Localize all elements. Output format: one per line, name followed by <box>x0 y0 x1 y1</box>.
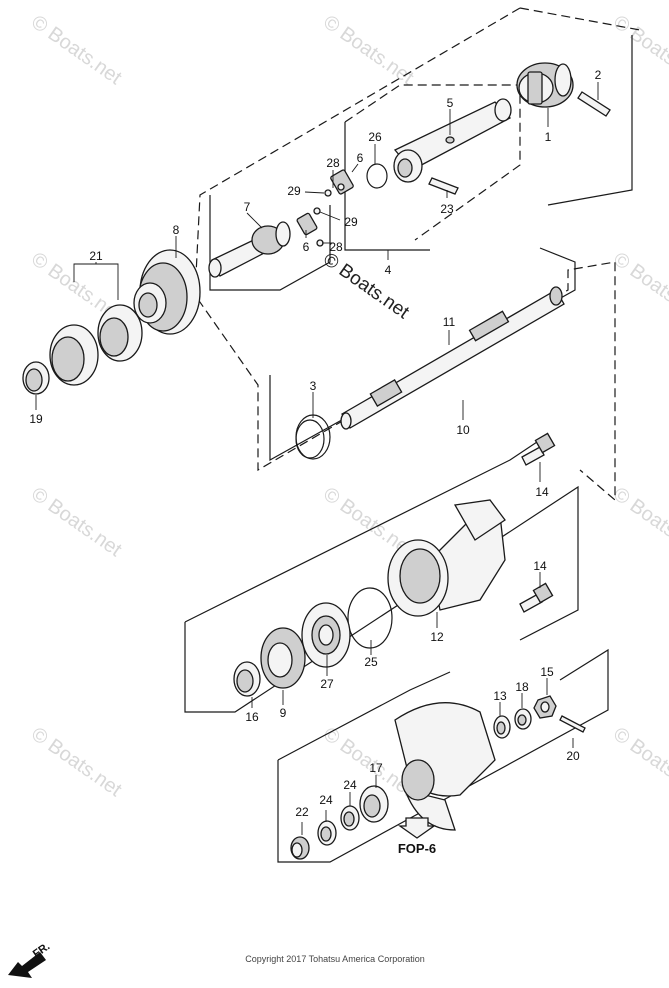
callout-5[interactable]: 5 <box>447 96 454 110</box>
front-direction-indicator: FR. <box>8 940 52 978</box>
part-pin-23[interactable] <box>428 177 459 195</box>
callout-21[interactable]: 21 <box>89 249 103 263</box>
group-outline-propeller-top <box>277 671 451 761</box>
callout-9[interactable]: 9 <box>280 706 287 720</box>
watermarks: © Boats.net © Boats.net © Boats.net © Bo… <box>27 11 669 801</box>
callout-22[interactable]: 22 <box>295 805 309 819</box>
part-bolt-upper[interactable] <box>521 432 556 466</box>
part-thrust-holder[interactable] <box>359 785 389 823</box>
part-washer-24-right[interactable] <box>340 805 360 831</box>
fop-label: FOP-6 <box>398 841 436 856</box>
part-shifter[interactable] <box>208 221 291 278</box>
callout-20[interactable]: 20 <box>566 749 580 763</box>
callout-15[interactable]: 15 <box>540 665 554 679</box>
watermark: © Boats.net <box>27 483 126 561</box>
callout-28-upper[interactable]: 28 <box>326 156 340 170</box>
part-washer-19[interactable] <box>22 361 50 395</box>
part-roller-bearing[interactable] <box>97 304 143 362</box>
callout-25[interactable]: 25 <box>364 655 378 669</box>
callout-26[interactable]: 26 <box>368 130 382 144</box>
part-o-ring[interactable] <box>347 587 393 649</box>
callout-14-lower[interactable]: 14 <box>533 559 547 573</box>
part-bolt-lower[interactable] <box>519 582 554 613</box>
watermark: © Boats.net <box>609 723 669 801</box>
watermark-center: © Boats.net <box>319 249 413 324</box>
callout-16[interactable]: 16 <box>245 710 259 724</box>
part-pin[interactable] <box>577 91 611 117</box>
callout-12[interactable]: 12 <box>430 630 444 644</box>
callout-23[interactable]: 23 <box>440 202 454 216</box>
part-cotter-pin[interactable] <box>559 715 586 733</box>
part-clip-ring[interactable] <box>366 163 388 189</box>
callout-17[interactable]: 17 <box>369 761 383 775</box>
front-arrow-icon <box>8 952 46 978</box>
callout-6-upper[interactable]: 6 <box>357 151 364 165</box>
group-outline-upper-solid <box>547 35 633 206</box>
watermark: © Boats.net <box>27 11 126 89</box>
watermark: © Boats.net <box>609 248 669 326</box>
part-washer-24-left[interactable] <box>317 820 337 846</box>
part-sleeve[interactable] <box>393 149 423 183</box>
callout-27[interactable]: 27 <box>320 677 334 691</box>
callout-3[interactable]: 3 <box>310 379 317 393</box>
part-reverse-gear[interactable] <box>260 627 306 689</box>
part-spring-upper[interactable] <box>330 169 354 195</box>
part-spring-clip[interactable] <box>295 414 331 460</box>
callout-11[interactable]: 11 <box>443 315 456 329</box>
part-spacer[interactable] <box>493 715 511 739</box>
part-spring-lower[interactable] <box>296 212 318 236</box>
part-bevel-gear[interactable] <box>133 249 201 335</box>
part-clutch-dog[interactable] <box>516 62 574 108</box>
callout-19[interactable]: 19 <box>29 412 43 426</box>
group-outline-sub4-solid <box>344 122 430 251</box>
callout-7[interactable]: 7 <box>244 200 251 214</box>
group-outline-upper-right <box>519 7 641 31</box>
callout-24-left[interactable]: 24 <box>319 793 333 807</box>
callout-29-left[interactable]: 29 <box>287 184 301 198</box>
callout-18[interactable]: 18 <box>515 680 529 694</box>
watermark: © Boats.net <box>27 723 126 801</box>
part-bushing[interactable] <box>290 836 310 860</box>
part-callouts: 1 2 3 4 5 6 6 7 8 9 10 11 12 13 14 14 15… <box>29 68 601 819</box>
callout-28-lower[interactable]: 28 <box>329 240 343 254</box>
part-castle-nut[interactable] <box>533 695 557 719</box>
part-balls[interactable] <box>313 183 345 247</box>
part-washer-18[interactable] <box>514 708 532 730</box>
copyright-notice: Copyright 2017 Tohatsu America Corporati… <box>245 954 424 964</box>
callout-24-right[interactable]: 24 <box>343 778 357 792</box>
part-propeller-shaft[interactable] <box>340 286 565 430</box>
callout-4[interactable]: 4 <box>385 263 392 277</box>
down-arrow-icon <box>397 817 437 839</box>
watermark: © Boats.net <box>319 11 418 89</box>
part-propeller[interactable] <box>394 702 496 831</box>
group-outline-housing-top <box>184 439 541 623</box>
callout-10[interactable]: 10 <box>456 423 470 437</box>
callout-13[interactable]: 13 <box>493 689 507 703</box>
group-outline-shaft <box>269 247 576 462</box>
watermark: © Boats.net <box>609 11 669 89</box>
callout-2[interactable]: 2 <box>595 68 602 82</box>
callout-8[interactable]: 8 <box>173 223 180 237</box>
fop-reference: FOP-6 <box>397 817 437 856</box>
part-bearing-race[interactable] <box>49 324 99 386</box>
part-ball-bearing[interactable] <box>301 602 351 668</box>
leader-lines <box>35 82 599 835</box>
watermark: © Boats.net <box>609 483 669 561</box>
callout-6-lower[interactable]: 6 <box>303 240 310 254</box>
part-shim[interactable] <box>233 661 261 697</box>
part-shift-plunger[interactable] <box>393 98 512 171</box>
callout-29-right[interactable]: 29 <box>344 215 358 229</box>
callout-14-upper[interactable]: 14 <box>535 485 549 499</box>
part-bearing-housing[interactable] <box>387 499 506 617</box>
callout-1[interactable]: 1 <box>545 130 552 144</box>
